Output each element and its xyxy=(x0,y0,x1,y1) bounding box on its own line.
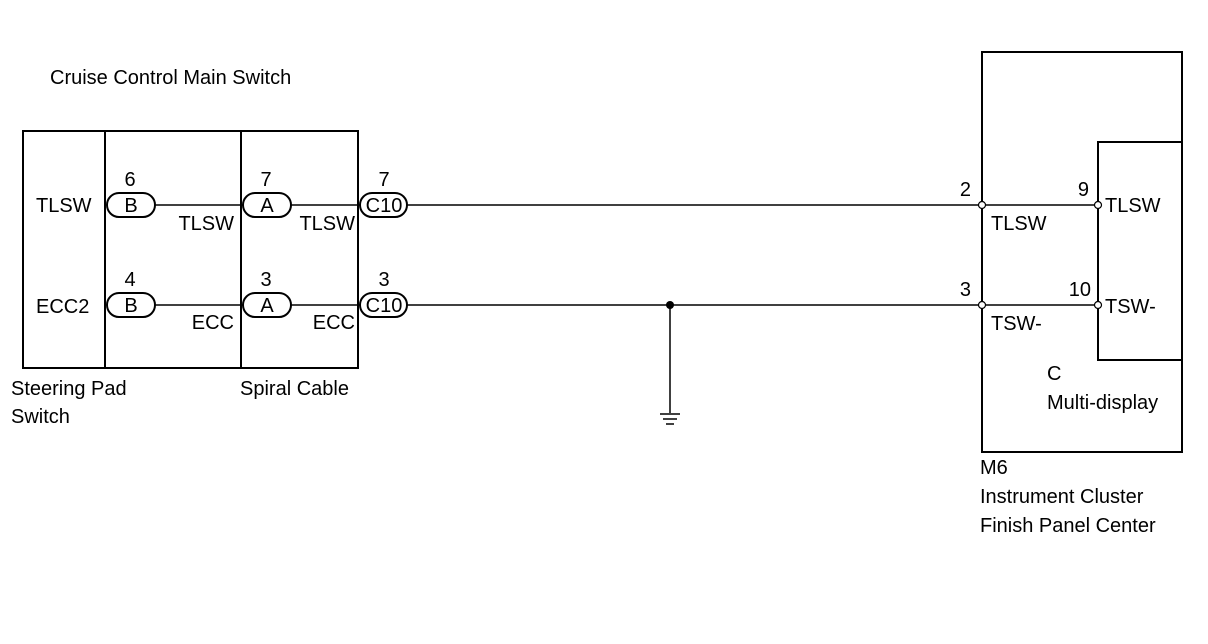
conn-b-pin-top: 6 xyxy=(124,169,135,191)
m6-name-line1: Instrument Cluster xyxy=(980,486,1144,508)
c10-pin-top: 7 xyxy=(378,169,389,191)
conn-a-top-letter: A xyxy=(260,195,274,217)
multi-display-terminal-tsw: TSW- xyxy=(1105,296,1156,318)
wire-label-tlsw-1: TLSW xyxy=(178,213,234,235)
conn-b-bottom-letter: B xyxy=(124,295,137,317)
m6-pin-bottom: 3 xyxy=(960,279,971,301)
multi-display-terminal-tlsw: TLSW xyxy=(1105,195,1161,217)
ground-icon xyxy=(660,413,680,425)
c10-bottom-shape xyxy=(359,292,408,318)
multi-display-pin-bottom-junction xyxy=(1093,300,1103,310)
conn-a-top-shape xyxy=(242,192,292,218)
c10-bottom-label: C10 xyxy=(366,295,403,317)
multi-display-box xyxy=(1097,141,1183,361)
c10-top-shape xyxy=(359,192,408,218)
m6-pin-top: 2 xyxy=(960,179,971,201)
conn-a-bottom-shape xyxy=(242,292,292,318)
conn-b-top-shape xyxy=(106,192,156,218)
m6-pin-top-junction xyxy=(977,200,987,210)
m6-terminal-tsw: TSW- xyxy=(991,313,1042,335)
steering-pad-label-line2: Switch xyxy=(11,406,70,428)
multi-display-pin-top: 9 xyxy=(1078,179,1089,201)
conn-a-pin-top: 7 xyxy=(260,169,271,191)
steering-pad-label-line1: Steering Pad xyxy=(11,378,127,400)
cruise-control-main-switch-box xyxy=(22,130,359,369)
wire-label-ecc-2: ECC xyxy=(313,312,355,334)
conn-b-bottom-shape xyxy=(106,292,156,318)
m6-pin-bottom-junction xyxy=(977,300,987,310)
conn-a-bottom-letter: A xyxy=(260,295,274,317)
m6-terminal-tlsw: TLSW xyxy=(991,213,1047,235)
multi-display-code: C xyxy=(1047,363,1061,385)
steering-pad-terminal-tlsw: TLSW xyxy=(36,195,92,217)
multi-display-pin-bottom: 10 xyxy=(1069,279,1091,301)
conn-b-top-letter: B xyxy=(124,195,137,217)
c10-pin-bottom: 3 xyxy=(378,269,389,291)
steering-pad-terminal-ecc2: ECC2 xyxy=(36,296,89,318)
wire-label-tlsw-2: TLSW xyxy=(299,213,355,235)
conn-a-pin-bottom: 3 xyxy=(260,269,271,291)
cruise-control-main-switch-title: Cruise Control Main Switch xyxy=(50,67,291,89)
conn-b-pin-bottom: 4 xyxy=(124,269,135,291)
wire-label-ecc-1: ECC xyxy=(192,312,234,334)
m6-name-line2: Finish Panel Center xyxy=(980,515,1156,537)
m6-code: M6 xyxy=(980,457,1008,479)
c10-top-label: C10 xyxy=(366,195,403,217)
multi-display-name: Multi-display xyxy=(1047,392,1158,414)
multi-display-pin-top-junction xyxy=(1093,200,1103,210)
spiral-cable-label: Spiral Cable xyxy=(240,378,349,400)
